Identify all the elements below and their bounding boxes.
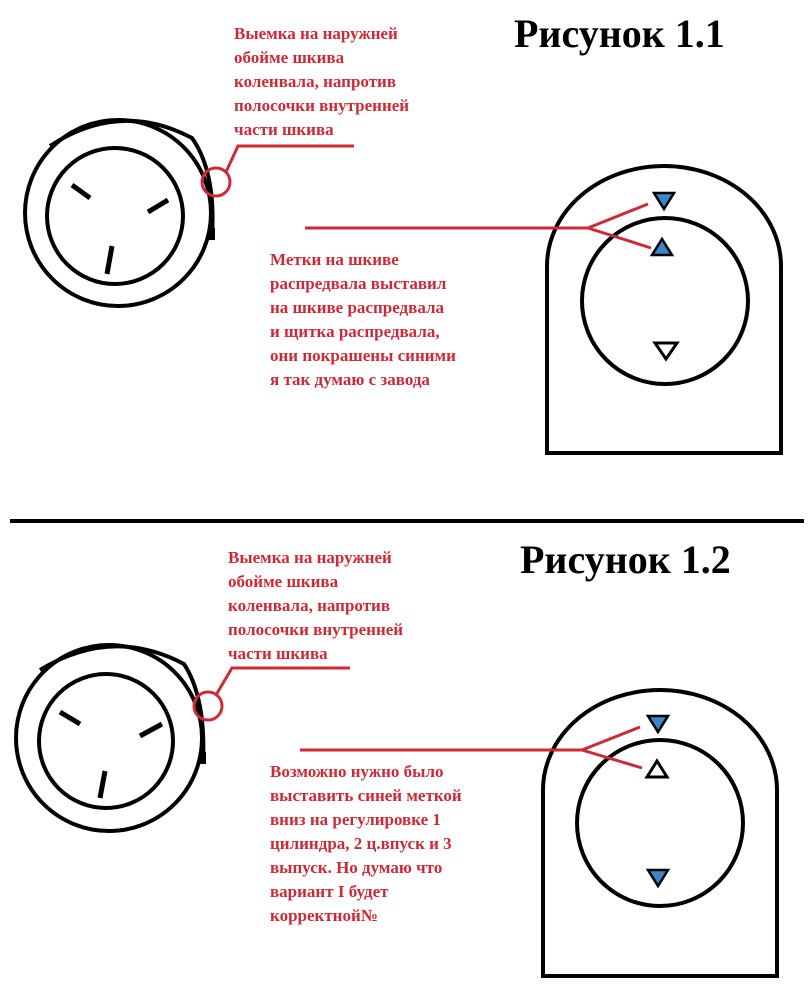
notch-leader-line <box>224 144 354 173</box>
notch-highlight-circle <box>200 166 232 198</box>
camshaft-cover <box>545 164 783 455</box>
notch-callout <box>200 144 354 198</box>
pulley-mark-triangle-up <box>649 236 675 257</box>
cover-outline <box>545 164 783 455</box>
pulley-mark-triangle-down <box>645 868 671 889</box>
timing-marks <box>644 714 671 889</box>
camshaft-pulley <box>580 216 750 386</box>
figure-1-2-title: Рисунок 1.2 <box>520 537 731 582</box>
pulley-spoke <box>70 182 92 201</box>
pulley-spoke <box>97 770 108 799</box>
pulley-spoke <box>58 709 82 727</box>
marks-callout <box>305 202 652 250</box>
figure-1-2 <box>14 643 779 978</box>
cover-outline <box>541 688 779 978</box>
pulley-outer-rim <box>38 644 206 763</box>
cover-mark-triangle-down <box>645 714 671 735</box>
notch-highlight-circle <box>192 690 224 722</box>
marks-leader-branch-top <box>587 202 649 230</box>
figure-1-1 <box>23 118 783 455</box>
pulley-mark-triangle-up <box>644 758 670 779</box>
pulley-mark-triangle-down <box>652 341 680 362</box>
figure-1-1-crank-note: Выемка на наружней обойме шкива коленвал… <box>234 24 410 139</box>
pulley-spoke <box>104 245 115 275</box>
pulley-spoke <box>138 721 164 739</box>
cover-mark-triangle-down <box>651 191 677 212</box>
pulley-inner-ring <box>37 672 175 810</box>
camshaft-cover <box>541 688 779 978</box>
figure-1-1-cam-note: Метки на шкиве распредвала выставил на ш… <box>270 250 456 389</box>
figure-1-2-crank-note: Выемка на наружней обойме шкива коленвал… <box>228 548 404 663</box>
pulley-inner-ring <box>45 146 185 286</box>
crankshaft-pulley <box>23 118 215 308</box>
marks-callout <box>300 725 643 770</box>
marks-leader-branch-bottom <box>587 226 652 250</box>
marks-leader-branch-top <box>581 725 641 752</box>
notch-leader-line <box>214 666 350 696</box>
pulley-outer-rim <box>48 118 215 237</box>
pulley-spoke <box>146 197 170 215</box>
notch-callout <box>192 666 350 722</box>
figure-1-1-title: Рисунок 1.1 <box>514 11 725 56</box>
timing-marks <box>649 191 680 362</box>
crankshaft-pulley <box>14 643 206 833</box>
marks-leader-branch-bottom <box>581 748 643 770</box>
figure-1-2-cam-note: Возможно нужно было выставить синей метк… <box>270 762 462 925</box>
camshaft-pulley <box>575 738 745 908</box>
